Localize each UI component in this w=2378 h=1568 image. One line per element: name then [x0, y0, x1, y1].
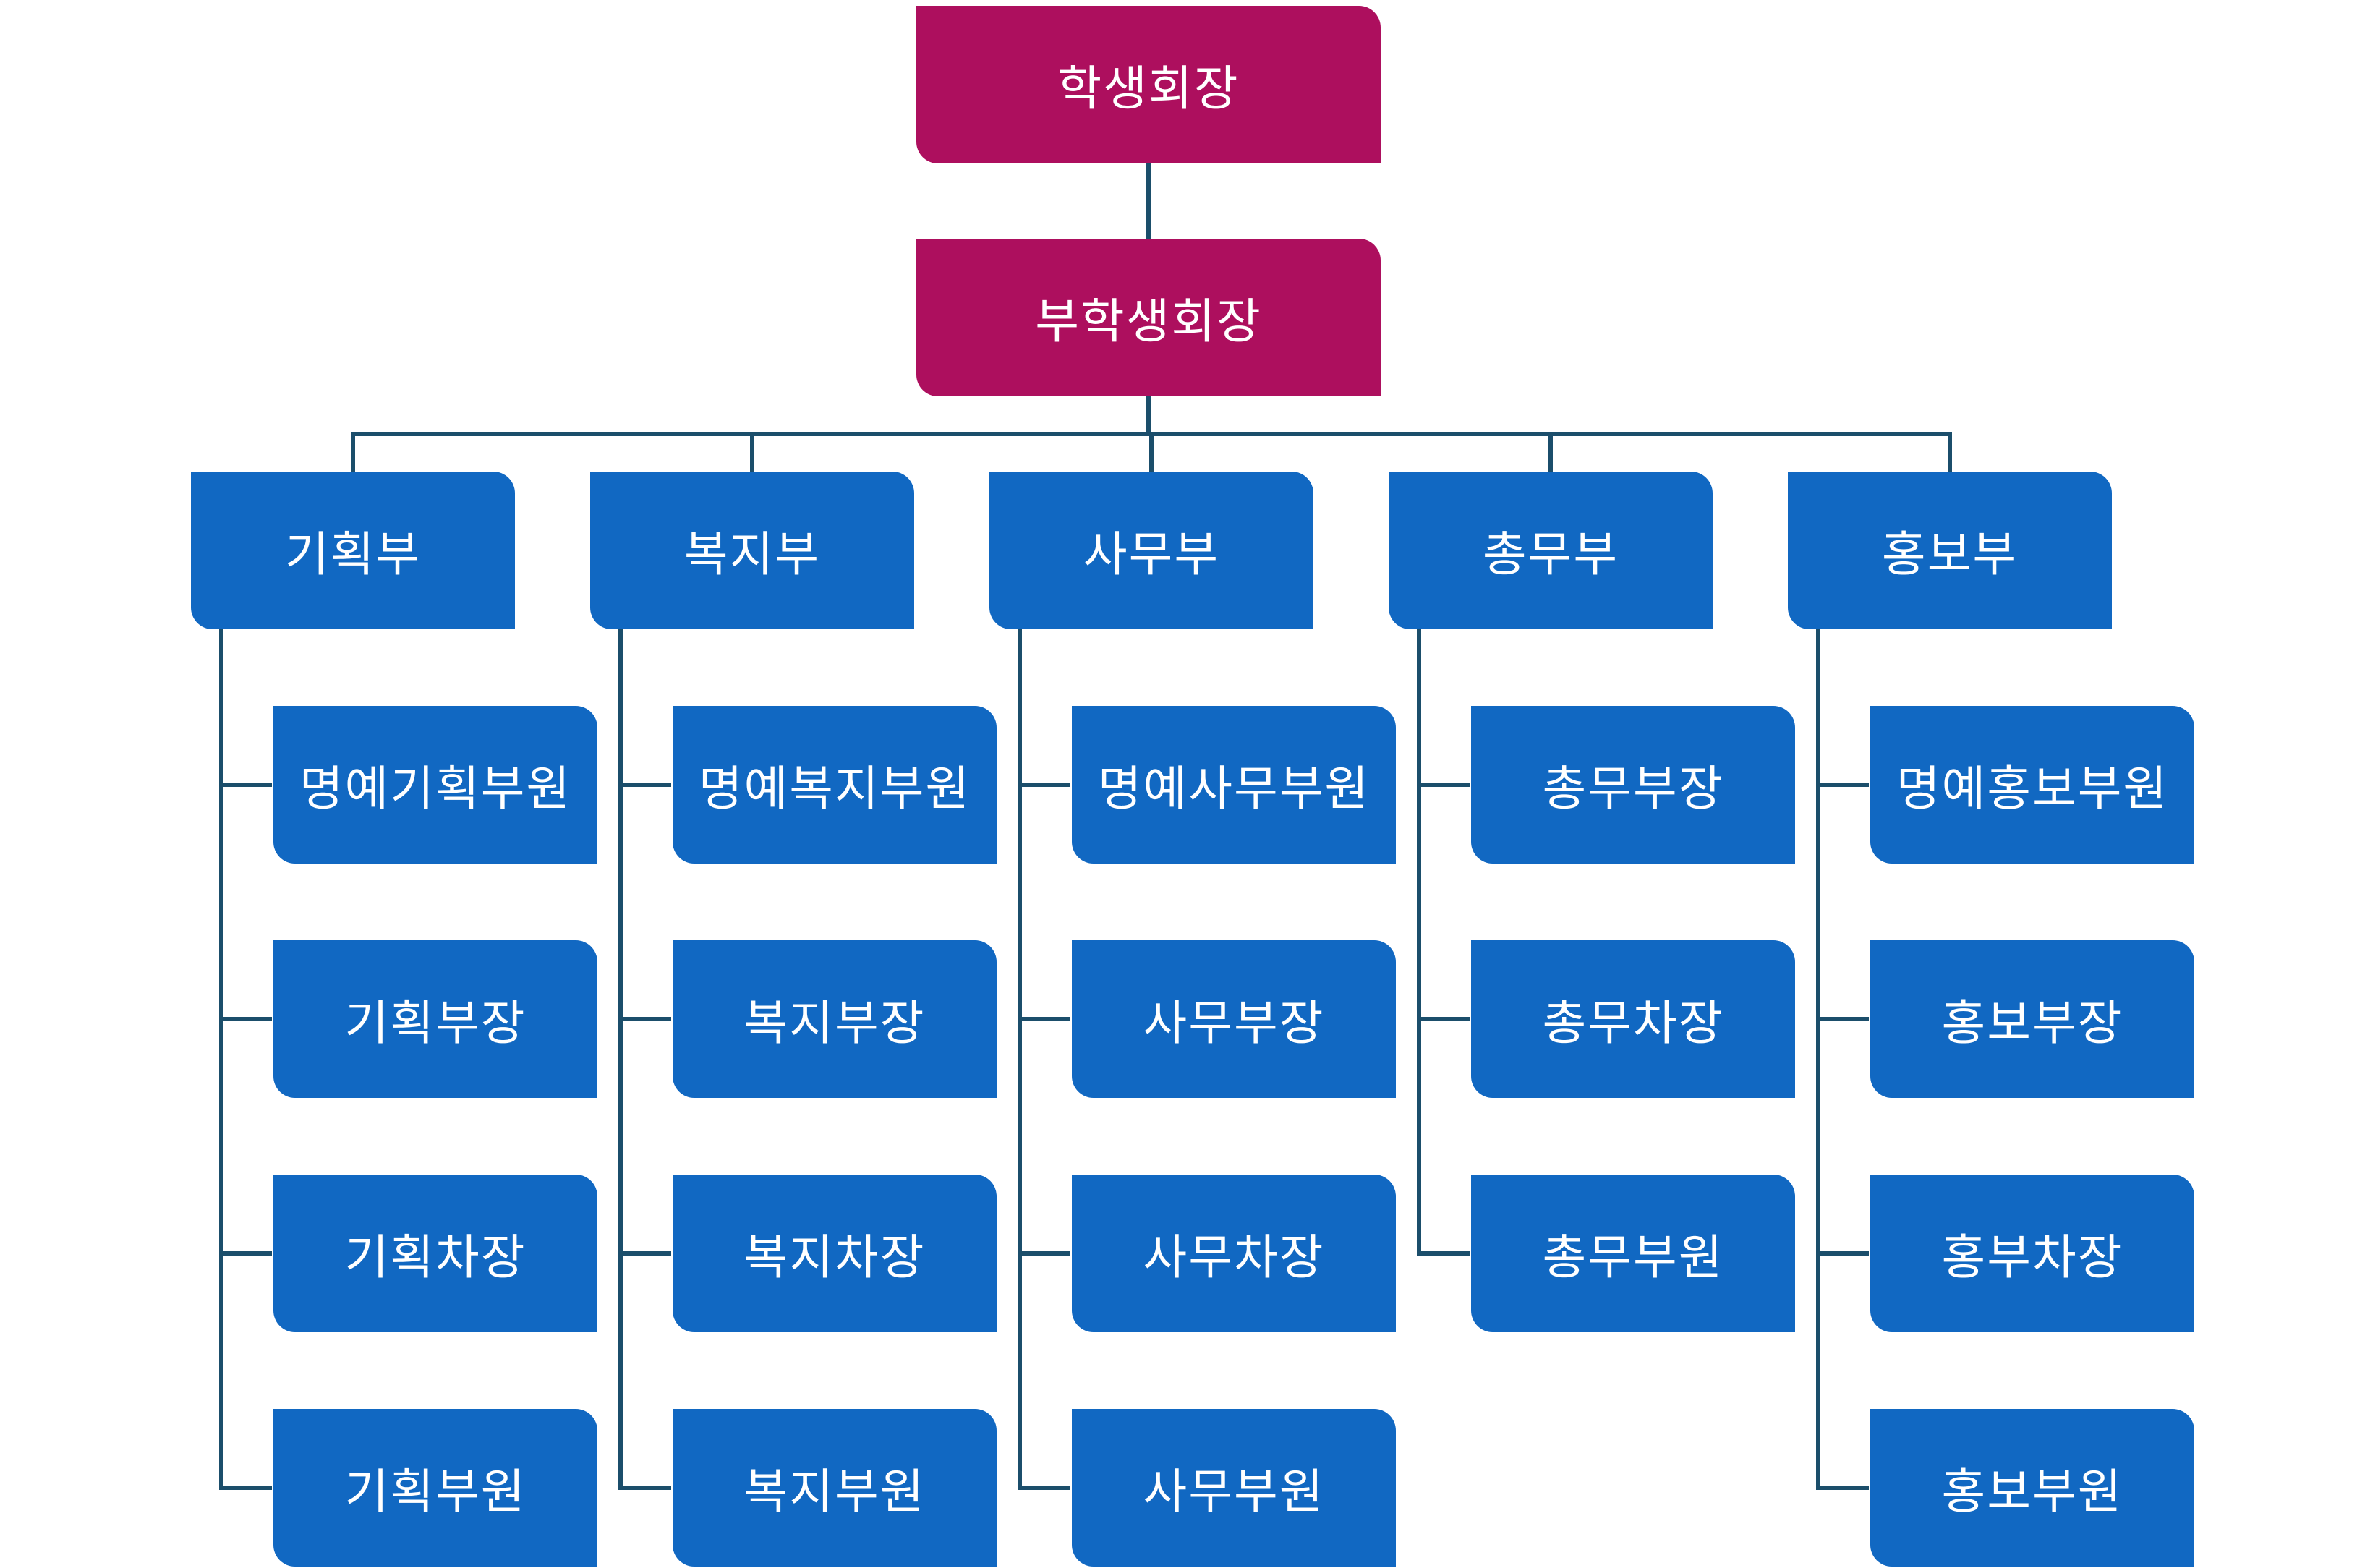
role-label: 홍보부장	[1941, 995, 2123, 1051]
role-label: 총무부장	[1542, 761, 1724, 817]
role-box: 기획부원	[273, 1409, 597, 1567]
role-label: 복지부장	[743, 995, 926, 1051]
role-box: 총무부원	[1471, 1175, 1795, 1332]
role-box: 복지부원	[673, 1409, 997, 1567]
role-box: 명예복지부원	[673, 706, 997, 864]
role-box: 복지부장	[673, 940, 997, 1098]
role-label: 홍보부원	[1941, 1464, 2123, 1520]
role-label: 명예복지부원	[698, 761, 971, 817]
role-box: 명예사무부원	[1072, 706, 1396, 864]
role-box: 명예기획부원	[273, 706, 597, 864]
role-label: 사무부장	[1143, 995, 1325, 1051]
vice-president-box: 부학생회장	[916, 239, 1381, 396]
role-box: 명예홍보부원	[1870, 706, 2194, 864]
role-box: 기획차장	[273, 1175, 597, 1332]
role-label: 명예사무부원	[1097, 761, 1371, 817]
department-label: 기획부	[284, 527, 422, 582]
role-label: 복지차장	[743, 1230, 926, 1285]
role-label: 기획부원	[344, 1464, 527, 1520]
department-box: 사무부	[989, 472, 1313, 629]
role-label: 사무차장	[1143, 1230, 1325, 1285]
role-label: 명예기획부원	[299, 761, 572, 817]
department-label: 사무부	[1083, 527, 1220, 582]
role-box: 사무부장	[1072, 940, 1396, 1098]
department-box: 기획부	[191, 472, 515, 629]
role-label: 명예홍보부원	[1896, 761, 2169, 817]
role-label: 복지부원	[743, 1464, 926, 1520]
role-label: 홍부차장	[1941, 1230, 2123, 1285]
role-box: 사무부원	[1072, 1409, 1396, 1567]
president-label: 학생회장	[1057, 61, 1240, 116]
department-box: 홍보부	[1788, 472, 2112, 629]
role-label: 기획차장	[344, 1230, 527, 1285]
department-label: 홍보부	[1881, 527, 2019, 582]
role-label: 사무부원	[1143, 1464, 1325, 1520]
role-box: 총무차장	[1471, 940, 1795, 1098]
department-box: 복지부	[590, 472, 914, 629]
vice-president-label: 부학생회장	[1035, 294, 1262, 349]
department-label: 총무부	[1482, 527, 1619, 582]
role-box: 복지차장	[673, 1175, 997, 1332]
role-box: 홍보부장	[1870, 940, 2194, 1098]
department-label: 복지부	[683, 527, 821, 582]
role-label: 총무차장	[1542, 995, 1724, 1051]
role-box: 기획부장	[273, 940, 597, 1098]
role-box: 총무부장	[1471, 706, 1795, 864]
role-label: 총무부원	[1542, 1230, 1724, 1285]
role-label: 기획부장	[344, 995, 527, 1051]
president-box: 학생회장	[916, 6, 1381, 163]
role-box: 사무차장	[1072, 1175, 1396, 1332]
role-box: 홍보부원	[1870, 1409, 2194, 1567]
role-box: 홍부차장	[1870, 1175, 2194, 1332]
department-box: 총무부	[1389, 472, 1713, 629]
